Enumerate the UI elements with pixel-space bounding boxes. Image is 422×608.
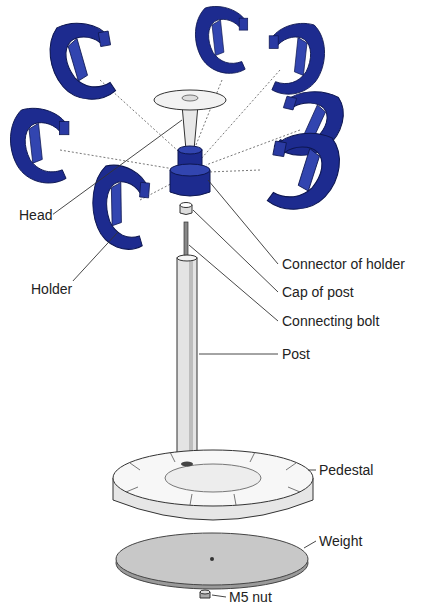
weight-part <box>116 533 308 589</box>
leader-line <box>52 120 316 597</box>
post-part <box>177 255 197 463</box>
part-label: Holder <box>30 281 73 297</box>
part-label: Pedestal <box>318 462 374 478</box>
part-label: Head <box>18 207 53 223</box>
nut-part <box>200 590 210 598</box>
part-label: Connector of holder <box>281 256 406 272</box>
part-label: Weight <box>318 533 363 549</box>
cap-part <box>180 203 192 215</box>
pedestal-part <box>113 450 313 520</box>
part-label: Cap of post <box>281 284 355 300</box>
holder-part <box>11 6 350 251</box>
connector-part <box>170 146 210 196</box>
part-label: Post <box>281 346 311 362</box>
head-part <box>154 90 226 150</box>
part-label: M5 nut <box>228 589 273 605</box>
part-label: Connecting bolt <box>281 313 380 329</box>
